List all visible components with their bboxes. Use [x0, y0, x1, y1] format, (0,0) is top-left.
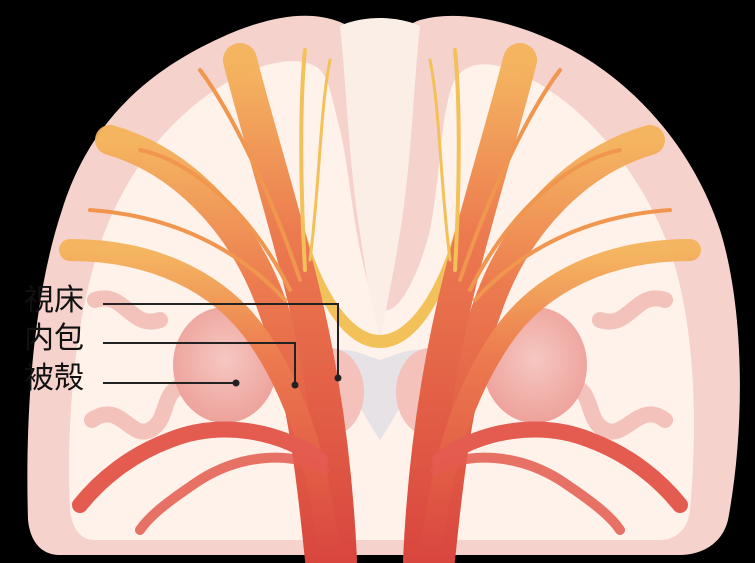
- label-putamen: 被殻: [24, 362, 84, 396]
- dot-thalamus: [335, 375, 342, 382]
- dot-putamen: [233, 380, 240, 387]
- label-internal-capsule: 内包: [24, 322, 84, 356]
- label-thalamus: 視床: [24, 284, 84, 318]
- dot-internal-capsule: [292, 382, 299, 389]
